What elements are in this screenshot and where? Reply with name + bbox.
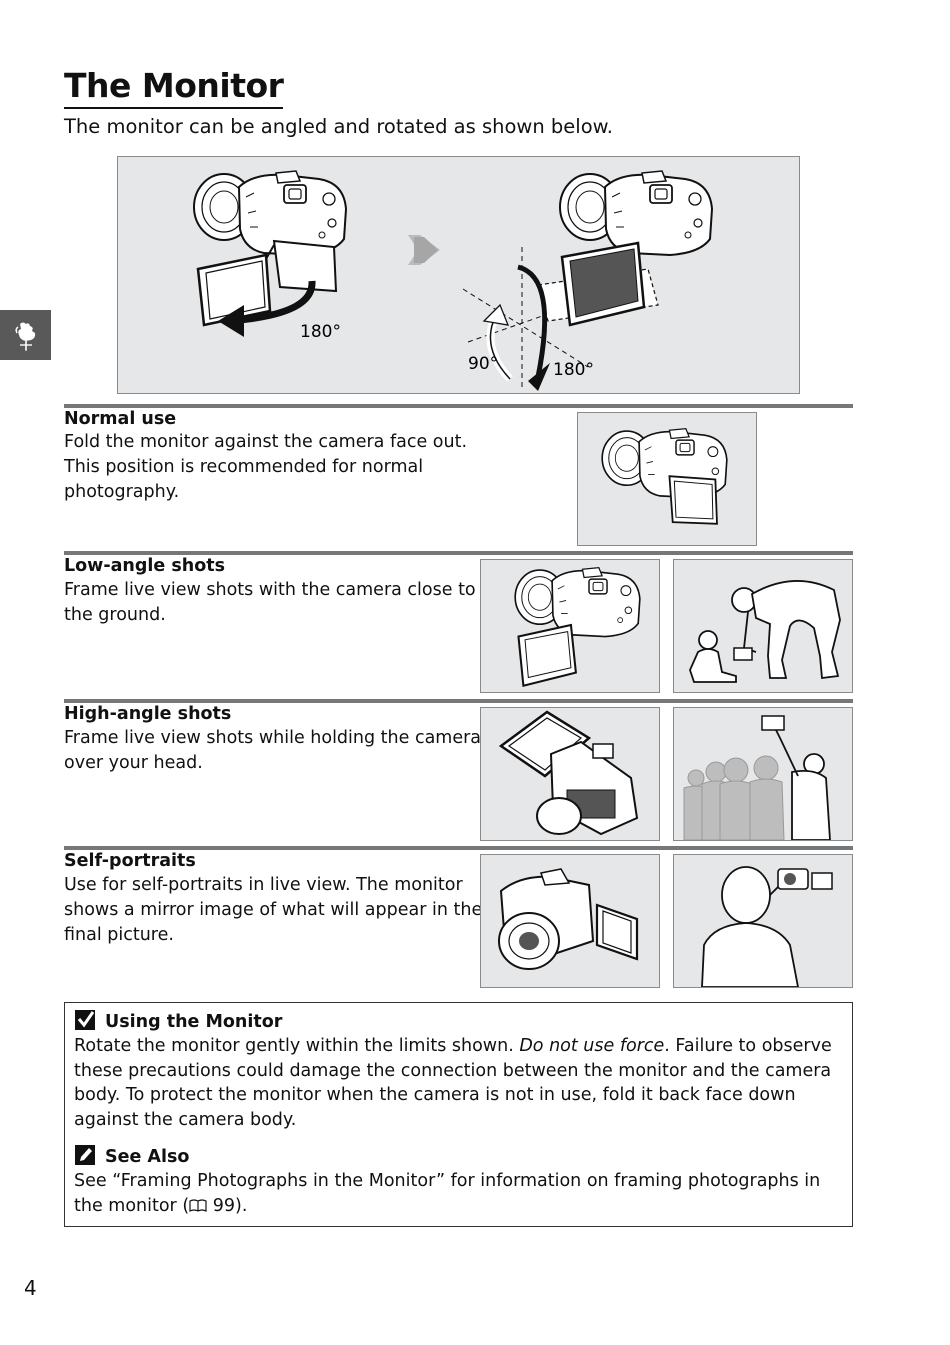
section-divider (64, 551, 853, 555)
high-angle-scene-image (673, 707, 853, 841)
rotate-arrow-icon (239, 280, 316, 324)
camera-illustration-left (193, 170, 347, 327)
section-title-high-angle: High-angle shots (64, 704, 232, 724)
pencil-icon (75, 1145, 95, 1165)
section-text-low-angle: Frame live view shots with the camera cl… (64, 580, 476, 625)
angle-label-right-180: 180° (553, 360, 594, 380)
section-text-high-angle: Frame live view shots while holding the … (64, 728, 482, 773)
section-divider (64, 699, 853, 703)
angle-label-left-180: 180° (300, 322, 341, 342)
note-see-also: See Also (74, 1144, 842, 1169)
rotate-arrow-icon (517, 264, 548, 378)
note-using-monitor: Using the Monitor (74, 1009, 842, 1034)
note-see-also-body: See “Framing Photographs in the Monitor”… (74, 1171, 821, 1216)
rooster-icon (15, 322, 36, 351)
section-text-self-portraits: Use for self-portraits in live view. The… (64, 875, 483, 945)
normal-use-image (577, 412, 757, 546)
book-icon (189, 1198, 207, 1212)
angle-label-90: 90° (468, 354, 498, 374)
section-divider (64, 846, 853, 850)
page-number: 4 (24, 1276, 37, 1300)
section-title-self-portraits: Self-portraits (64, 851, 196, 871)
section-title-normal-use: Normal use (64, 409, 177, 429)
note-using-monitor-body: Rotate the monitor gently within the lim… (74, 1036, 832, 1130)
check-icon (75, 1010, 95, 1030)
low-angle-camera-image (480, 559, 660, 693)
low-angle-scene-image (673, 559, 853, 693)
section-divider (64, 404, 853, 408)
chapter-tab[interactable] (0, 310, 51, 360)
high-angle-camera-image (480, 707, 660, 841)
monitor-rotation-figure: 180° 90° 180° (117, 156, 800, 394)
page-title: The Monitor (64, 66, 284, 109)
self-portrait-camera-image (480, 854, 660, 988)
section-text-normal-use: Fold the monitor against the camera face… (64, 432, 468, 502)
self-portrait-scene-image (673, 854, 853, 988)
intro-text: The monitor can be angled and rotated as… (64, 115, 613, 138)
section-title-low-angle: Low-angle shots (64, 556, 226, 576)
notes-box: Using the Monitor Rotate the monitor gen… (64, 1002, 853, 1227)
